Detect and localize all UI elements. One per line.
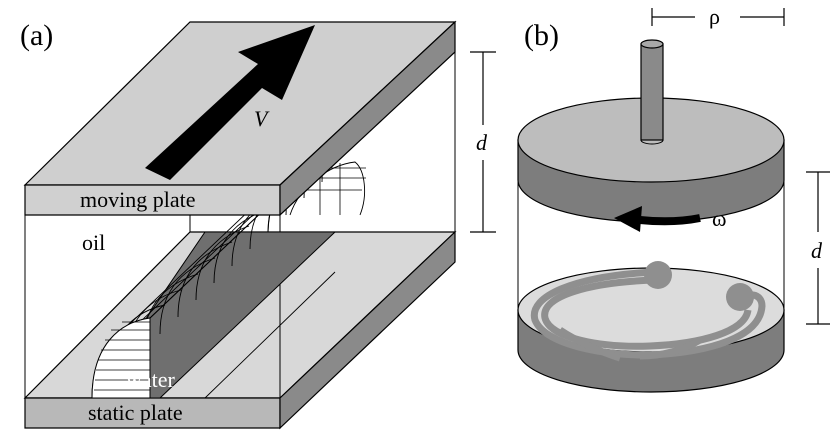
moving-plate-label: moving plate (80, 187, 195, 212)
panel-b-tag: (b) (524, 19, 559, 52)
water-label: water (126, 367, 176, 392)
moving-plate-side-face (279, 20, 456, 217)
electrode-pad-right (726, 283, 754, 311)
gap-label-a: d (476, 130, 488, 155)
omega-label: ω (712, 206, 726, 231)
gap-dimension-b (806, 171, 830, 325)
water-end-cap (91, 317, 151, 399)
panel-a: (a) V d moving plate oil water static pl… (20, 19, 496, 430)
radius-dimension (651, 8, 785, 26)
gap-dimension-a (470, 51, 496, 233)
static-plate-label: static plate (88, 400, 183, 425)
bottom-disk (517, 261, 785, 393)
panel-a-tag: (a) (20, 19, 53, 52)
radius-label: ρ (709, 4, 720, 29)
velocity-arrow-icon (145, 25, 315, 180)
fluid-column (517, 180, 785, 310)
electrode-pattern (530, 268, 766, 362)
velocity-label: V (254, 106, 270, 131)
shaft (640, 39, 664, 145)
static-plate-side-face (279, 230, 456, 430)
gap-label-b: d (811, 238, 823, 263)
panel-b: (b) ρ ω d (517, 4, 830, 393)
electrode-pad-left (644, 261, 672, 289)
rotation-arrow-icon (614, 206, 701, 232)
oil-label: oil (82, 230, 105, 255)
